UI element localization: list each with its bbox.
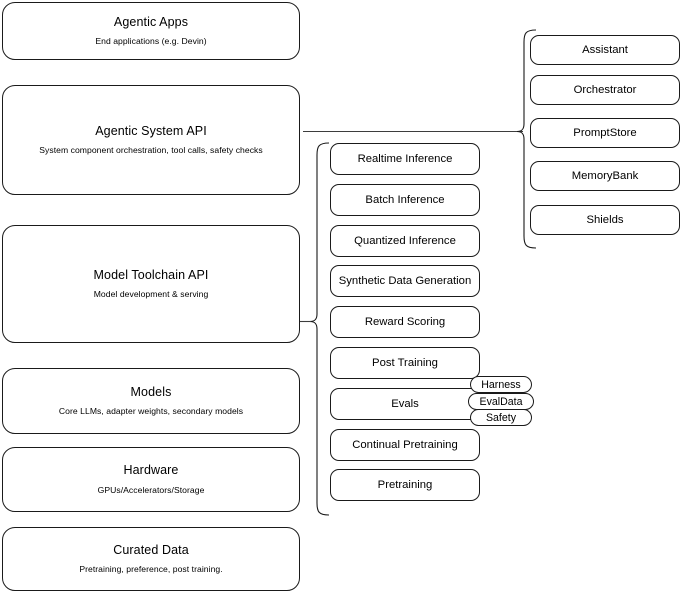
eval-badge-harness[interactable]: Harness (470, 376, 532, 393)
toolchain-item-batch-inference[interactable]: Batch Inference (330, 184, 480, 216)
toolchain-item-pretraining[interactable]: Pretraining (330, 469, 480, 501)
layer-subtitle: System component orchestration, tool cal… (39, 145, 263, 156)
eval-badge-evaldata[interactable]: EvalData (468, 393, 534, 410)
toolchain-item-synthetic-data-generation[interactable]: Synthetic Data Generation (330, 265, 480, 297)
agentic-item-orchestrator[interactable]: Orchestrator (530, 75, 680, 105)
layer-subtitle: End applications (e.g. Devin) (95, 36, 207, 47)
layer-card-curated-data[interactable]: Curated Data Pretraining, preference, po… (2, 527, 300, 591)
layer-title: Hardware (123, 463, 179, 478)
layer-title: Agentic System API (95, 123, 207, 138)
brace-agentic-components (516, 29, 537, 249)
toolchain-item-continual-pretraining[interactable]: Continual Pretraining (330, 429, 480, 461)
toolchain-item-reward-scoring[interactable]: Reward Scoring (330, 306, 480, 338)
toolchain-item-label: Pretraining (377, 478, 433, 491)
layer-title: Models (130, 384, 172, 399)
toolchain-item-label: Evals (391, 397, 419, 410)
toolchain-item-label: Post Training (372, 356, 438, 369)
layer-card-agentic-apps[interactable]: Agentic Apps End applications (e.g. Devi… (2, 2, 300, 60)
layer-subtitle: Pretraining, preference, post training. (79, 564, 223, 575)
agentic-item-label: Assistant (582, 43, 628, 56)
toolchain-item-post-training[interactable]: Post Training (330, 347, 480, 379)
layer-subtitle: Model development & serving (93, 289, 209, 300)
agentic-item-label: Orchestrator (573, 83, 637, 96)
eval-badge-label: EvalData (479, 395, 523, 408)
agentic-item-label: MemoryBank (571, 169, 639, 182)
agentic-item-promptstore[interactable]: PromptStore (530, 118, 680, 148)
toolchain-item-label: Reward Scoring (364, 315, 446, 328)
layer-card-agentic-system-api[interactable]: Agentic System API System component orch… (2, 85, 300, 195)
toolchain-item-label: Batch Inference (365, 193, 445, 206)
eval-badge-safety[interactable]: Safety (470, 409, 532, 426)
toolchain-item-evals[interactable]: Evals (330, 388, 480, 420)
layer-subtitle: Core LLMs, adapter weights, secondary mo… (58, 406, 244, 417)
agentic-item-label: PromptStore (573, 126, 637, 139)
toolchain-item-label: Quantized Inference (354, 234, 456, 247)
toolchain-item-label: Realtime Inference (357, 152, 453, 165)
brace-toolchain-capabilities (309, 142, 330, 516)
toolchain-item-quantized-inference[interactable]: Quantized Inference (330, 225, 480, 257)
layer-card-hardware[interactable]: Hardware GPUs/Accelerators/Storage (2, 447, 300, 512)
agentic-item-label: Shields (586, 213, 624, 226)
agentic-item-shields[interactable]: Shields (530, 205, 680, 235)
layer-title: Agentic Apps (113, 14, 189, 29)
layer-card-model-toolchain-api[interactable]: Model Toolchain API Model development & … (2, 225, 300, 343)
layer-card-models[interactable]: Models Core LLMs, adapter weights, secon… (2, 368, 300, 434)
agentic-item-memorybank[interactable]: MemoryBank (530, 161, 680, 191)
layer-subtitle: GPUs/Accelerators/Storage (97, 484, 205, 495)
eval-badge-label: Harness (481, 378, 521, 391)
layer-title: Curated Data (113, 542, 189, 557)
layer-title: Model Toolchain API (93, 267, 209, 282)
agentic-item-assistant[interactable]: Assistant (530, 35, 680, 65)
toolchain-item-realtime-inference[interactable]: Realtime Inference (330, 143, 480, 175)
eval-badge-label: Safety (485, 411, 517, 424)
toolchain-item-label: Continual Pretraining (352, 438, 458, 451)
toolchain-item-label: Synthetic Data Generation (338, 274, 472, 287)
